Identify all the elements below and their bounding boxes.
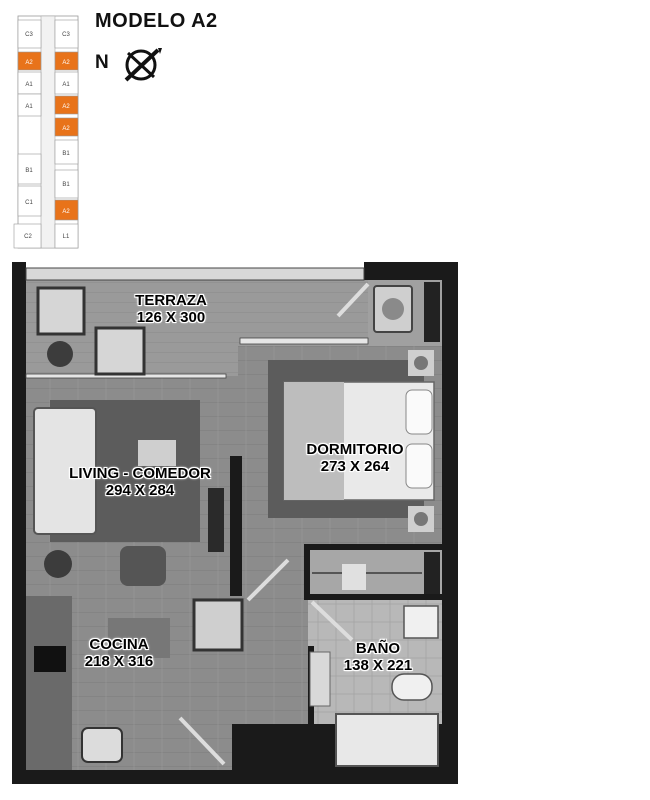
closet-dark-panel bbox=[424, 552, 440, 594]
room-size: 294 X 284 bbox=[105, 482, 175, 499]
unit-right-1 bbox=[54, 51, 79, 71]
model-title: MODELO A2 bbox=[95, 10, 218, 32]
terrace-armchair-2 bbox=[94, 326, 146, 376]
laundry-door bbox=[336, 282, 370, 318]
bedroom-door bbox=[246, 558, 290, 602]
pillow-1 bbox=[405, 389, 433, 435]
tv-unit bbox=[208, 488, 224, 552]
room-name: DORMITORIO bbox=[306, 441, 404, 458]
terrace-armchair-1 bbox=[36, 286, 86, 336]
unit-right-3 bbox=[54, 95, 79, 115]
unit-right-6 bbox=[54, 169, 79, 199]
wall-bath-left-lower bbox=[308, 646, 314, 780]
north-label: N bbox=[95, 52, 109, 73]
room-label-dormitorio: DORMITORIO 273 X 264 bbox=[290, 441, 420, 475]
unit-label: A2 bbox=[62, 60, 70, 66]
terrace-plant bbox=[47, 341, 73, 367]
unit-right-7 bbox=[54, 199, 79, 221]
lounge-chair bbox=[120, 546, 166, 586]
building-key-plan: C3 A2 A1 A1 B1 C1 C2 C3 A2 A1 A2 A2 B1 B… bbox=[13, 15, 79, 249]
room-label-terraza: TERRAZA 126 X 300 bbox=[116, 292, 226, 326]
unit-right-5 bbox=[54, 139, 79, 165]
wall-bottom-left bbox=[12, 770, 232, 784]
dining-table bbox=[108, 618, 170, 658]
unit-label: A1 bbox=[62, 82, 70, 88]
wall-closet-top bbox=[308, 544, 442, 550]
wall-bath-left bbox=[304, 544, 310, 600]
pillow-2 bbox=[405, 443, 433, 489]
laundry-counter bbox=[424, 282, 440, 342]
unit-label: A1 bbox=[25, 104, 33, 110]
unit-left-3 bbox=[17, 93, 42, 117]
room-size: 218 X 316 bbox=[84, 653, 154, 670]
wall-living-bedroom bbox=[230, 456, 242, 596]
room-size: 138 X 221 bbox=[343, 657, 413, 674]
bath-door bbox=[310, 600, 354, 642]
outer-wall-top-right bbox=[364, 262, 458, 280]
unit-right-0 bbox=[54, 19, 79, 49]
cooktop-icon bbox=[34, 646, 66, 672]
kitchen-counter bbox=[26, 596, 72, 770]
unit-label: A2 bbox=[62, 209, 70, 215]
room-label-living: LIVING - COMEDOR 294 X 284 bbox=[52, 465, 228, 499]
sofa bbox=[33, 407, 97, 535]
dining-chair bbox=[192, 598, 244, 652]
kitchen-sink bbox=[81, 727, 123, 763]
unit-left-1 bbox=[17, 51, 42, 71]
unit-label: B1 bbox=[62, 151, 70, 157]
bedroom-window-top bbox=[239, 337, 369, 345]
washing-machine-drum bbox=[382, 298, 404, 320]
bath-storage bbox=[309, 651, 331, 707]
unit-right-4 bbox=[54, 117, 79, 137]
bathtub bbox=[335, 713, 439, 767]
toilet bbox=[391, 673, 433, 701]
unit-label: A2 bbox=[62, 126, 70, 132]
wall-bath-top bbox=[308, 594, 442, 600]
closet-rail bbox=[312, 572, 422, 574]
coffee-table bbox=[138, 440, 176, 466]
floor-plan bbox=[12, 262, 458, 784]
key-plan-right-column: C3 A2 A1 A2 A2 B1 B1 A2 L1 bbox=[54, 19, 79, 249]
unit-label: A2 bbox=[25, 60, 33, 66]
vanity-chair bbox=[342, 564, 366, 590]
outer-wall-left bbox=[12, 262, 26, 784]
room-name: TERRAZA bbox=[135, 292, 207, 309]
unit-left-4 bbox=[17, 153, 42, 185]
unit-label: A1 bbox=[25, 82, 33, 88]
entry-door bbox=[178, 716, 226, 766]
living-plant bbox=[44, 550, 72, 578]
unit-label: C1 bbox=[25, 200, 33, 206]
unit-left-0 bbox=[17, 19, 42, 49]
room-size: 273 X 264 bbox=[320, 458, 390, 475]
unit-left-5 bbox=[17, 185, 42, 217]
compass-icon bbox=[124, 48, 162, 82]
unit-label: B1 bbox=[25, 168, 33, 174]
lamp-1 bbox=[414, 356, 428, 370]
unit-label: C3 bbox=[62, 32, 70, 38]
unit-label: C2 bbox=[24, 234, 32, 240]
unit-right-8 bbox=[54, 223, 79, 249]
unit-label: C3 bbox=[25, 32, 33, 38]
room-name: COCINA bbox=[89, 636, 149, 653]
lamp-2 bbox=[414, 512, 428, 526]
bed-blanket bbox=[284, 382, 344, 500]
unit-label: B1 bbox=[62, 182, 70, 188]
room-name: BAÑO bbox=[355, 640, 401, 657]
outer-wall-right bbox=[442, 262, 458, 784]
unit-label: A2 bbox=[62, 104, 70, 110]
room-size: 126 X 300 bbox=[136, 309, 206, 326]
room-name: LIVING - COMEDOR bbox=[69, 465, 211, 482]
bathroom-sink bbox=[403, 605, 439, 639]
room-label-cocina: COCINA 218 X 316 bbox=[64, 636, 174, 670]
unit-right-2 bbox=[54, 71, 79, 95]
unit-left-6 bbox=[13, 223, 42, 249]
terrace-railing bbox=[25, 267, 365, 281]
key-plan-left-column: C3 A2 A1 A1 B1 C1 C2 bbox=[13, 19, 42, 249]
room-label-bano: BAÑO 138 X 221 bbox=[330, 640, 426, 674]
unit-label: L1 bbox=[63, 234, 70, 240]
